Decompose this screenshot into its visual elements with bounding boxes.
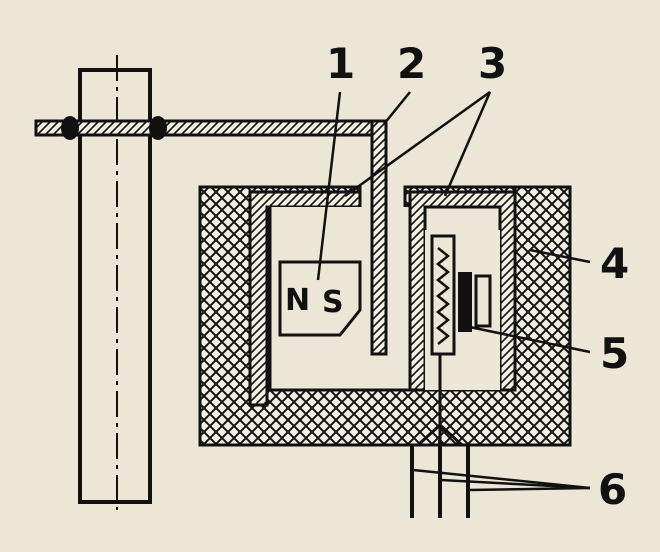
plate-3	[248, 190, 517, 407]
leader-lines	[316, 90, 591, 492]
callout-2: 2	[397, 39, 426, 88]
magnet-south-pole: S	[322, 285, 344, 320]
vertical-shaft	[78, 55, 152, 510]
callout-3: 3	[478, 39, 507, 88]
callout-5: 5	[600, 329, 629, 378]
magnet-1: N S	[278, 260, 362, 337]
callout-6: 6	[598, 465, 627, 514]
sensor-element-5	[425, 230, 500, 390]
callout-4: 4	[600, 239, 629, 288]
magnet-north-pole: N	[285, 283, 310, 318]
callout-1: 1	[326, 39, 355, 88]
lead-wires-6	[410, 355, 470, 518]
